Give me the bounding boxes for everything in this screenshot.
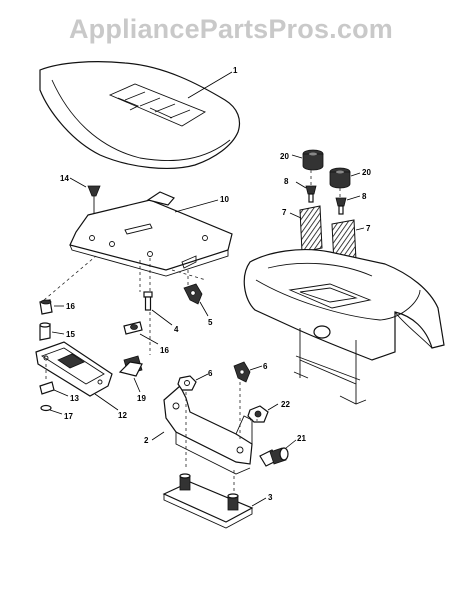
callout-16-center: 16 <box>160 346 169 355</box>
callout-17: 17 <box>64 412 73 421</box>
callout-4: 4 <box>174 325 179 334</box>
callout-15: 15 <box>66 330 75 339</box>
fender <box>243 249 445 405</box>
knob-19[interactable] <box>118 355 143 377</box>
seat[interactable] <box>39 61 241 169</box>
callout-12: 12 <box>118 411 127 420</box>
callout-8-right: 8 <box>362 192 367 201</box>
callout-7-right: 7 <box>366 224 371 233</box>
bushing-16-center[interactable] <box>123 321 143 335</box>
bolt-8-right[interactable] <box>335 197 347 215</box>
callout-21: 21 <box>297 434 306 443</box>
bracket-2[interactable] <box>163 385 253 475</box>
nut-6-left[interactable] <box>177 375 197 391</box>
bushing-15[interactable] <box>39 322 51 341</box>
callout-2: 2 <box>144 436 149 445</box>
seat-pan[interactable] <box>69 191 233 277</box>
slide-plate[interactable] <box>35 341 113 397</box>
callout-6-left: 6 <box>208 369 213 378</box>
callout-10: 10 <box>220 195 229 204</box>
callout-20-left: 20 <box>280 152 289 161</box>
bolt-21[interactable] <box>259 447 289 467</box>
bolt-4[interactable] <box>143 291 153 311</box>
washer-17[interactable] <box>40 404 52 412</box>
callout-19: 19 <box>137 394 146 403</box>
spring-7-left[interactable] <box>299 205 323 253</box>
bracket-3[interactable] <box>162 473 254 529</box>
callout-22: 22 <box>281 400 290 409</box>
nut-22[interactable] <box>247 405 269 423</box>
callout-3: 3 <box>268 493 273 502</box>
bolt-8-left[interactable] <box>305 185 317 203</box>
callout-8-left: 8 <box>284 177 289 186</box>
knob-14[interactable] <box>87 185 101 232</box>
callout-13: 13 <box>70 394 79 403</box>
callout-16-left: 16 <box>66 302 75 311</box>
callout-14: 14 <box>60 174 69 183</box>
spacer-20-right[interactable] <box>329 167 351 189</box>
callout-7-left: 7 <box>282 208 287 217</box>
bushing-16-left[interactable] <box>39 299 53 315</box>
clip-5-upper[interactable] <box>183 283 203 305</box>
clip-6-right[interactable] <box>233 361 251 383</box>
callout-6-right: 6 <box>263 362 268 371</box>
callout-20-right: 20 <box>362 168 371 177</box>
callout-1: 1 <box>233 66 238 75</box>
spacer-20-left[interactable] <box>302 149 324 171</box>
watermark: AppliancePartsPros.com <box>68 14 393 44</box>
callout-5-upper: 5 <box>208 318 213 327</box>
